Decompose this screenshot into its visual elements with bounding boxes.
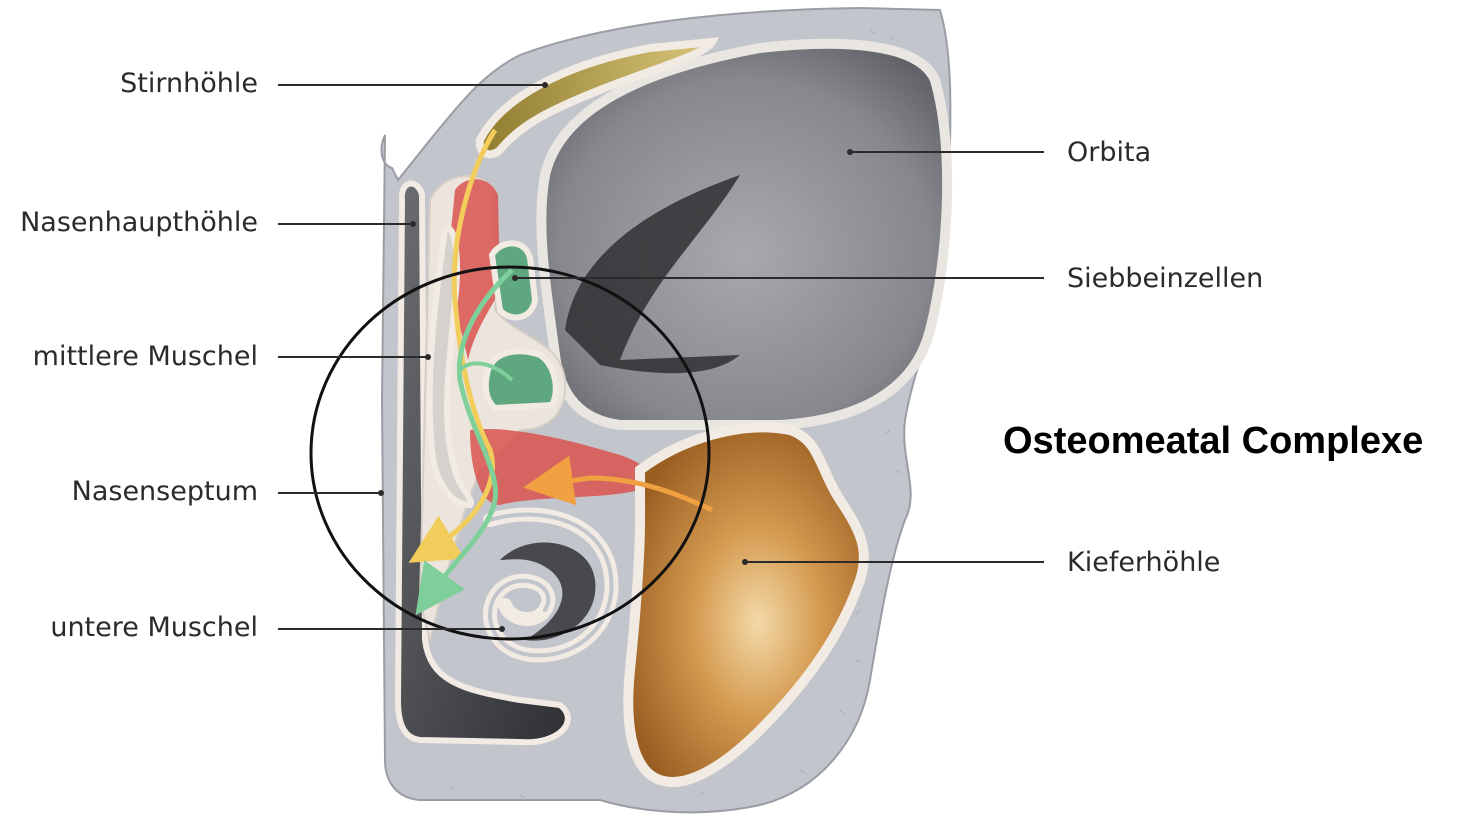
label-siebbeinzellen: Siebbeinzellen (1067, 265, 1263, 292)
label-nasenseptum: Nasenseptum (72, 478, 258, 505)
ethmoid-cell-lower (486, 351, 556, 408)
diagram-title: Osteomeatal Complexe (1003, 422, 1423, 460)
label-mittlere-muschel: mittlere Muschel (33, 343, 258, 370)
orbit-cavity (541, 44, 947, 425)
label-stirnhoehle: Stirnhöhle (120, 70, 258, 97)
label-nasenhaupthoehle: Nasenhaupthöhle (20, 209, 258, 236)
label-untere-muschel: untere Muschel (50, 614, 258, 641)
label-kieferhoehle: Kieferhöhle (1067, 549, 1220, 576)
label-orbita: Orbita (1067, 139, 1151, 166)
